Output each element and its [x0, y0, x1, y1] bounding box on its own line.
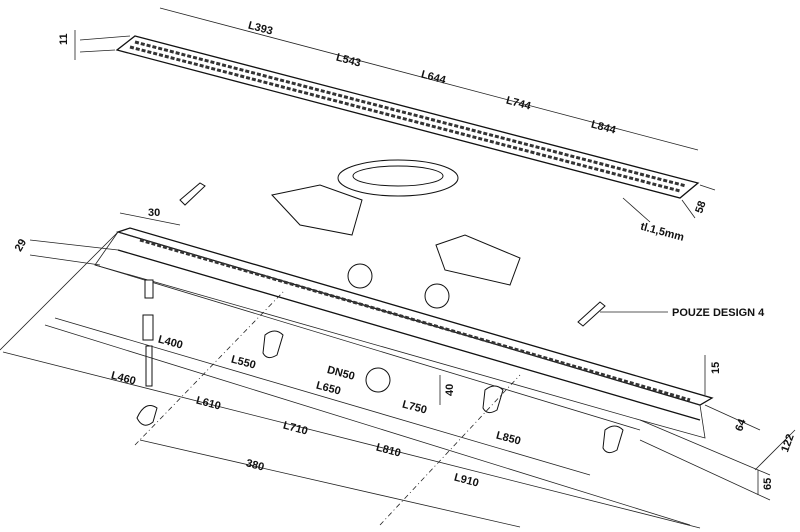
- siphon-left: [271, 184, 363, 236]
- label-l850: L850: [495, 430, 522, 448]
- foot-post: [142, 314, 154, 341]
- label-outlet-height: 40: [444, 384, 456, 396]
- channel: [94, 227, 714, 454]
- label-l393: L393: [247, 20, 274, 38]
- outlet-dn50: [365, 367, 391, 393]
- threaded-rod: [145, 345, 153, 387]
- label-grate-width: 58: [693, 199, 708, 215]
- label-l644: L644: [420, 69, 448, 87]
- label-design4-note: POUZE DESIGN 4: [672, 307, 765, 319]
- grate-outline: [115, 35, 700, 199]
- accessory-parts: [179, 159, 668, 327]
- label-foot-height: 65: [762, 478, 774, 490]
- label-grate-height: 11: [58, 33, 70, 45]
- label-inner-width: 64: [733, 417, 749, 433]
- dimension-labels: L393 L543 L644 L744 L844 11 58 tl.1,5mm …: [13, 20, 797, 490]
- label-l543: L543: [335, 52, 362, 70]
- label-l650: L650: [315, 380, 342, 398]
- label-l610: L610: [195, 395, 222, 413]
- label-l910: L910: [453, 472, 480, 490]
- label-dn50: DN50: [326, 364, 356, 383]
- label-l710: L710: [282, 420, 309, 438]
- ball-2: [424, 283, 450, 309]
- label-thickness: tl.1,5mm: [639, 221, 685, 244]
- bracket-design4: [577, 301, 606, 327]
- label-l750: L750: [401, 399, 428, 417]
- label-l460: L460: [110, 370, 137, 388]
- foot-pad: [136, 405, 158, 426]
- label-rim-height: 15: [710, 362, 722, 374]
- label-29: 29: [13, 237, 30, 254]
- siphon-right: [435, 234, 521, 286]
- dimension-lines: [0, 212, 796, 529]
- label-380: 380: [245, 457, 266, 473]
- bracket-left: [179, 182, 206, 206]
- label-l744: L744: [505, 95, 533, 113]
- label-l844: L844: [590, 119, 618, 137]
- label-outer-width: 122: [779, 432, 797, 453]
- grate: [74, 7, 716, 223]
- ball-1: [347, 263, 373, 289]
- label-l550: L550: [230, 354, 257, 372]
- label-l810: L810: [375, 442, 402, 460]
- label-30: 30: [148, 207, 160, 219]
